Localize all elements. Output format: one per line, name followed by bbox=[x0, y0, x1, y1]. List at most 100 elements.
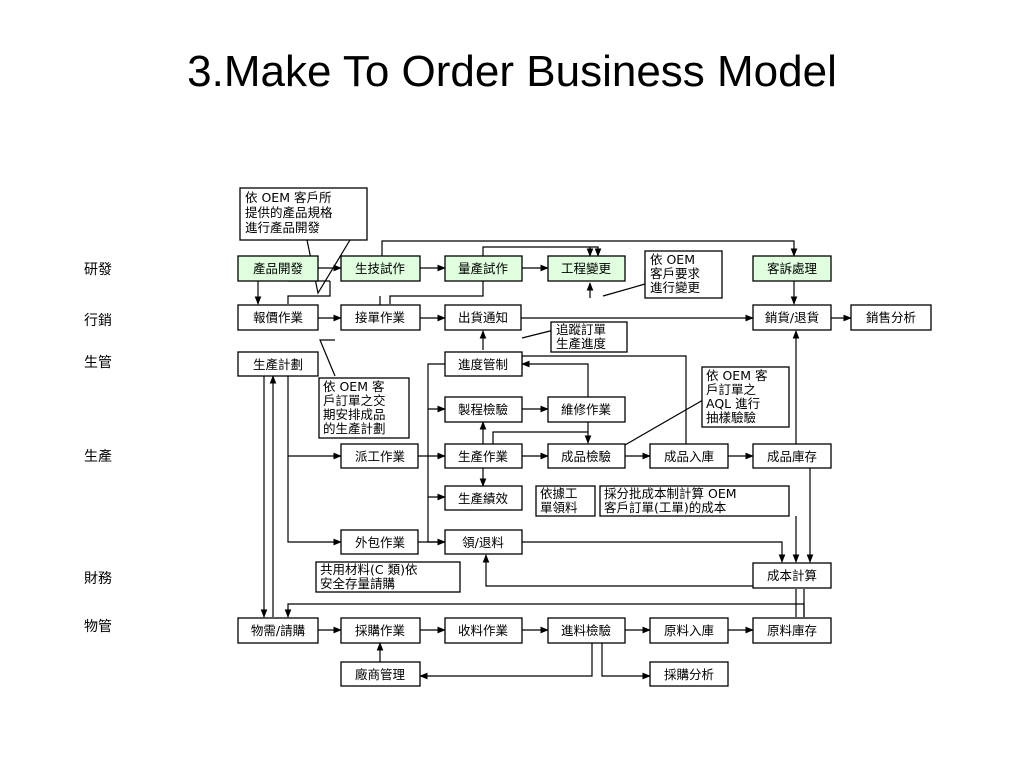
svg-text:戶訂單之交: 戶訂單之交 bbox=[323, 393, 386, 408]
svg-text:進料檢驗: 進料檢驗 bbox=[561, 623, 612, 638]
svg-text:依據工: 依據工 bbox=[540, 486, 578, 501]
dept-sales: 行銷 bbox=[84, 313, 112, 329]
box-prod-perf: 生產績效 bbox=[444, 485, 523, 511]
svg-text:依 OEM 客戶所: 依 OEM 客戶所 bbox=[245, 190, 331, 205]
dept-rd: 研發 bbox=[84, 262, 112, 278]
box-mass-trial: 量產試作 bbox=[444, 255, 523, 282]
box-production-op: 生產作業 bbox=[444, 443, 523, 469]
note-per-work-order: 依據工 單領料 bbox=[535, 485, 596, 517]
svg-text:銷售分析: 銷售分析 bbox=[866, 310, 916, 325]
svg-text:抽樣驗驗: 抽樣驗驗 bbox=[706, 410, 757, 425]
note-oem-spec: 依 OEM 客戶所 提供的產品規格 進行產品開發 bbox=[239, 187, 368, 241]
box-purchasing: 採購作業 bbox=[340, 617, 421, 644]
box-sales-return: 銷貨/退貨 bbox=[752, 304, 832, 331]
dept-production: 生產 bbox=[84, 448, 112, 465]
dept-finance: 財務 bbox=[84, 571, 112, 587]
svg-text:成品入庫: 成品入庫 bbox=[664, 449, 714, 464]
svg-text:採購作業: 採購作業 bbox=[355, 623, 406, 638]
box-fg-stock: 成品庫存 bbox=[752, 443, 832, 469]
svg-text:生產計劃: 生產計劃 bbox=[253, 357, 303, 372]
svg-text:追蹤訂單: 追蹤訂單 bbox=[556, 322, 606, 337]
svg-text:安全存量請購: 安全存量請購 bbox=[320, 576, 395, 591]
svg-text:物需/請購: 物需/請購 bbox=[251, 623, 305, 638]
note-oem-change: 依 OEM 客戶要求 進行變更 bbox=[644, 250, 723, 299]
svg-text:原料入庫: 原料入庫 bbox=[664, 623, 714, 638]
svg-text:生技試作: 生技試作 bbox=[355, 261, 406, 276]
box-fg-in: 成品入庫 bbox=[649, 443, 729, 469]
box-ship-notice: 出貨通知 bbox=[444, 304, 522, 331]
note-shared-material: 共用材料(C 類)依 安全存量請購 bbox=[315, 561, 461, 593]
svg-text:接單作業: 接單作業 bbox=[355, 310, 406, 325]
svg-text:提供的產品規格: 提供的產品規格 bbox=[245, 205, 333, 220]
dept-materials: 物管 bbox=[84, 619, 112, 635]
box-complaint: 客訴處理 bbox=[752, 255, 832, 282]
svg-text:採購分析: 採購分析 bbox=[664, 667, 714, 682]
svg-text:出貨通知: 出貨通知 bbox=[458, 310, 508, 325]
box-mrp: 物需/請購 bbox=[237, 617, 319, 644]
svg-text:工程變更: 工程變更 bbox=[561, 261, 612, 276]
svg-text:廠商管理: 廠商管理 bbox=[355, 667, 406, 682]
svg-text:依 OEM: 依 OEM bbox=[650, 252, 695, 267]
connectors bbox=[254, 239, 852, 680]
svg-text:領/退料: 領/退料 bbox=[462, 535, 504, 550]
box-process-insp: 製程檢驗 bbox=[444, 396, 523, 423]
svg-text:期安排成品: 期安排成品 bbox=[323, 407, 386, 422]
box-rm-in: 原料入庫 bbox=[649, 617, 729, 644]
note-aql: 依 OEM 客 戶訂單之 AQL 進行 抽樣驗驗 bbox=[701, 366, 790, 428]
department-labels: 研發 行銷 生管 生產 財務 物管 bbox=[84, 262, 112, 635]
svg-text:外包作業: 外包作業 bbox=[355, 535, 406, 550]
box-eng-change: 工程變更 bbox=[547, 255, 626, 282]
svg-text:依 OEM 客: 依 OEM 客 bbox=[323, 379, 385, 394]
box-rm-stock: 原料庫存 bbox=[752, 617, 832, 644]
svg-text:的生產計劃: 的生產計劃 bbox=[323, 421, 386, 436]
svg-text:收料作業: 收料作業 bbox=[458, 623, 509, 638]
svg-text:原料庫存: 原料庫存 bbox=[767, 623, 817, 638]
box-product-insp: 成品檢驗 bbox=[547, 443, 626, 469]
svg-text:進行變更: 進行變更 bbox=[650, 280, 701, 295]
box-repair: 維修作業 bbox=[547, 396, 626, 423]
svg-text:派工作業: 派工作業 bbox=[355, 449, 406, 464]
dept-prod-mgmt: 生管 bbox=[84, 355, 112, 371]
box-vendor-mgmt: 廠商管理 bbox=[340, 661, 421, 687]
svg-text:客戶訂單(工單)的成本: 客戶訂單(工單)的成本 bbox=[604, 500, 727, 515]
box-quotation: 報價作業 bbox=[237, 304, 319, 331]
box-progress-ctrl: 進度管制 bbox=[444, 351, 523, 377]
svg-text:成品檢驗: 成品檢驗 bbox=[561, 449, 612, 464]
svg-text:量產試作: 量產試作 bbox=[458, 261, 509, 276]
svg-text:進行產品開發: 進行產品開發 bbox=[245, 220, 321, 235]
note-batch-cost: 採分批成本制計算 OEM 客戶訂單(工單)的成本 bbox=[599, 485, 790, 517]
svg-text:採分批成本制計算 OEM: 採分批成本制計算 OEM bbox=[604, 486, 737, 501]
svg-text:客戶要求: 客戶要求 bbox=[650, 266, 701, 281]
process-boxes: 產品開發 生技試作 量產試作 工程變更 客訴處理 報價作業 接單作業 出貨通知 … bbox=[237, 255, 932, 687]
svg-text:維修作業: 維修作業 bbox=[561, 402, 612, 417]
svg-text:銷貨/退貨: 銷貨/退貨 bbox=[765, 310, 819, 325]
svg-text:戶訂單之: 戶訂單之 bbox=[706, 382, 757, 397]
svg-text:成本計算: 成本計算 bbox=[767, 568, 817, 583]
box-receiving: 收料作業 bbox=[444, 617, 523, 644]
box-tech-trial: 生技試作 bbox=[340, 255, 421, 282]
box-issue-return: 領/退料 bbox=[444, 529, 523, 555]
note-track-order: 追蹤訂單 生產進度 bbox=[550, 321, 628, 353]
box-cost-calc: 成本計算 bbox=[752, 562, 832, 589]
svg-text:客訴處理: 客訴處理 bbox=[767, 261, 818, 276]
box-prod-plan: 生產計劃 bbox=[237, 351, 319, 377]
box-purchase-analysis: 採購分析 bbox=[649, 661, 729, 687]
box-order-taking: 接單作業 bbox=[340, 304, 421, 331]
svg-text:依 OEM 客: 依 OEM 客 bbox=[706, 368, 768, 383]
box-sales-analysis: 銷售分析 bbox=[850, 304, 932, 331]
svg-text:成品庫存: 成品庫存 bbox=[767, 449, 817, 464]
svg-text:報價作業: 報價作業 bbox=[253, 310, 304, 325]
svg-text:產品開發: 產品開發 bbox=[253, 261, 304, 276]
box-dispatch: 派工作業 bbox=[340, 443, 419, 469]
svg-text:生產作業: 生產作業 bbox=[458, 449, 509, 464]
svg-text:AQL 進行: AQL 進行 bbox=[706, 396, 760, 411]
svg-text:生產進度: 生產進度 bbox=[556, 336, 607, 351]
svg-text:共用材料(C 類)依: 共用材料(C 類)依 bbox=[320, 562, 418, 577]
box-outsourcing: 外包作業 bbox=[340, 529, 419, 555]
box-incoming-insp: 進料檢驗 bbox=[547, 617, 626, 644]
svg-text:製程檢驗: 製程檢驗 bbox=[458, 402, 509, 417]
slide-title: 3.Make To Order Business Model bbox=[187, 47, 837, 96]
svg-text:生產績效: 生產績效 bbox=[458, 491, 509, 506]
svg-text:單領料: 單領料 bbox=[540, 500, 578, 515]
